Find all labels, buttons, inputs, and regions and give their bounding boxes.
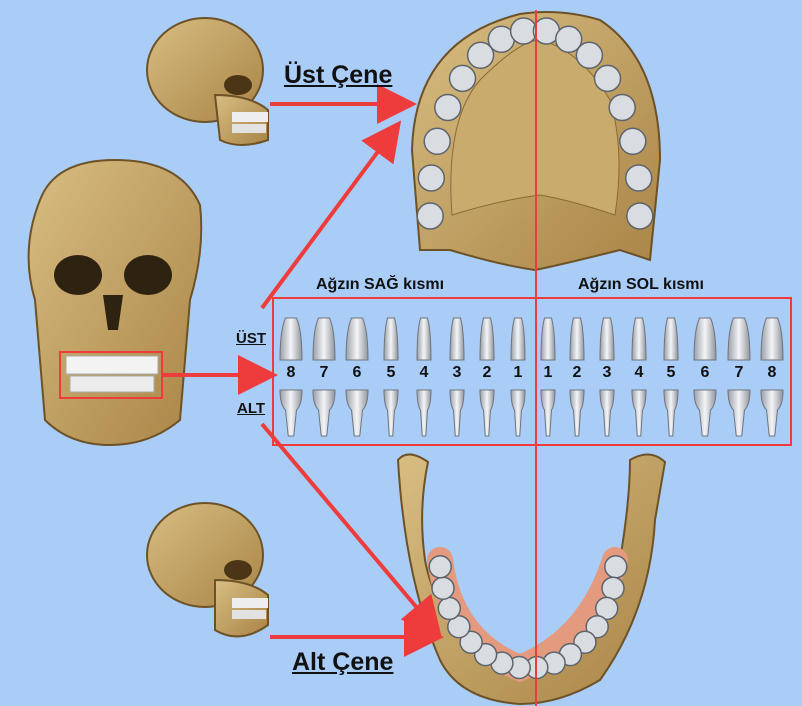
lower-tooth-icon — [727, 389, 751, 437]
upper-tooth-icon — [279, 317, 303, 361]
arch-tooth-icon — [624, 164, 653, 192]
upper-tooth-icon — [727, 317, 751, 361]
tooth-number-left-1: 1 — [543, 364, 553, 381]
tooth-number-left-3: 3 — [602, 364, 612, 381]
arch-tooth-icon — [417, 164, 446, 192]
arch-tooth-icon — [601, 576, 625, 600]
tooth-number-right-1: 8 — [286, 364, 296, 381]
tooth-number-right-4: 5 — [386, 364, 396, 381]
tooth-number-right-5: 4 — [419, 364, 429, 381]
arch-tooth-icon — [447, 614, 471, 639]
arch-tooth-icon — [466, 41, 495, 70]
arch-tooth-icon — [575, 41, 604, 70]
arch-tooth-icon — [416, 202, 444, 230]
upper-tooth-icon — [569, 317, 585, 361]
tooth-number-left-6: 6 — [700, 364, 710, 381]
tooth-number-left-7: 7 — [734, 364, 744, 381]
lower-tooth-icon — [693, 389, 717, 437]
upper-tooth-icon — [693, 317, 717, 361]
arch-tooth-icon — [431, 576, 455, 600]
arch-tooth-icon — [428, 555, 452, 579]
arrow-chart-to-mandible — [260, 422, 442, 638]
lower-tooth-icon — [479, 389, 495, 437]
tooth-number-right-3: 6 — [352, 364, 362, 381]
upper-tooth-icon — [416, 317, 432, 361]
left-side-heading: Ağzın SOL kısmı — [578, 276, 704, 293]
upper-tooth-icon — [510, 317, 526, 361]
upper-tooth-icon — [663, 317, 679, 361]
lower-row-label: ALT — [237, 400, 266, 417]
upper-tooth-icon — [599, 317, 615, 361]
arch-tooth-icon — [459, 630, 483, 655]
lower-jaw-title: Alt Çene — [292, 648, 394, 676]
arch-tooth-icon — [437, 596, 462, 621]
arch-tooth-icon — [604, 555, 628, 579]
lower-tooth-icon — [449, 389, 465, 437]
lower-tooth-icon — [383, 389, 399, 437]
lower-tooth-icon — [631, 389, 647, 437]
lower-tooth-icon — [279, 389, 303, 437]
skull-side-upper-icon — [146, 17, 269, 146]
lower-tooth-icon — [312, 389, 336, 437]
lower-tooth-icon — [599, 389, 615, 437]
upper-tooth-icon — [383, 317, 399, 361]
lower-tooth-icon — [345, 389, 369, 437]
tooth-number-left-4: 4 — [634, 364, 644, 381]
skull-front-icon — [27, 158, 203, 447]
lower-tooth-icon — [540, 389, 556, 437]
arch-tooth-icon — [593, 64, 622, 93]
arch-tooth-icon — [423, 127, 451, 156]
skull-side-lower-icon — [146, 502, 269, 638]
tooth-number-right-2: 7 — [319, 364, 329, 381]
upper-tooth-icon — [312, 317, 336, 361]
right-side-heading: Ağzın SAĞ kısmı — [316, 276, 445, 293]
tooth-number-right-6: 3 — [452, 364, 462, 381]
arrow-chart-to-maxilla — [260, 120, 402, 310]
tooth-number-left-2: 2 — [572, 364, 582, 381]
upper-tooth-icon — [631, 317, 647, 361]
tooth-chart — [279, 317, 784, 437]
connector-arrows — [163, 84, 444, 657]
arch-tooth-icon — [448, 64, 477, 93]
upper-tooth-icon — [345, 317, 369, 361]
lower-tooth-icon — [510, 389, 526, 437]
arch-tooth-icon — [434, 93, 462, 122]
upper-tooth-icon — [540, 317, 556, 361]
lower-tooth-icon — [416, 389, 432, 437]
upper-tooth-icon — [479, 317, 495, 361]
upper-tooth-icon — [449, 317, 465, 361]
upper-tooth-icon — [760, 317, 784, 361]
lower-tooth-icon — [760, 389, 784, 437]
arch-tooth-icon — [594, 596, 619, 621]
upper-row-label: ÜST — [236, 330, 266, 347]
tooth-number-right-7: 2 — [482, 364, 492, 381]
tooth-number-left-8: 8 — [767, 364, 777, 381]
tooth-number-left-5: 5 — [666, 364, 676, 381]
lower-tooth-icon — [663, 389, 679, 437]
arch-tooth-icon — [619, 127, 647, 156]
upper-jaw-teeth — [416, 17, 654, 230]
lower-tooth-icon — [569, 389, 585, 437]
arch-tooth-icon — [585, 614, 609, 639]
lower-jaw-teeth — [428, 555, 628, 680]
arch-tooth-icon — [626, 202, 654, 230]
arch-tooth-icon — [554, 25, 583, 54]
arch-tooth-icon — [608, 93, 636, 122]
tooth-number-right-8: 1 — [513, 364, 523, 381]
upper-jaw-title: Üst Çene — [284, 61, 393, 89]
